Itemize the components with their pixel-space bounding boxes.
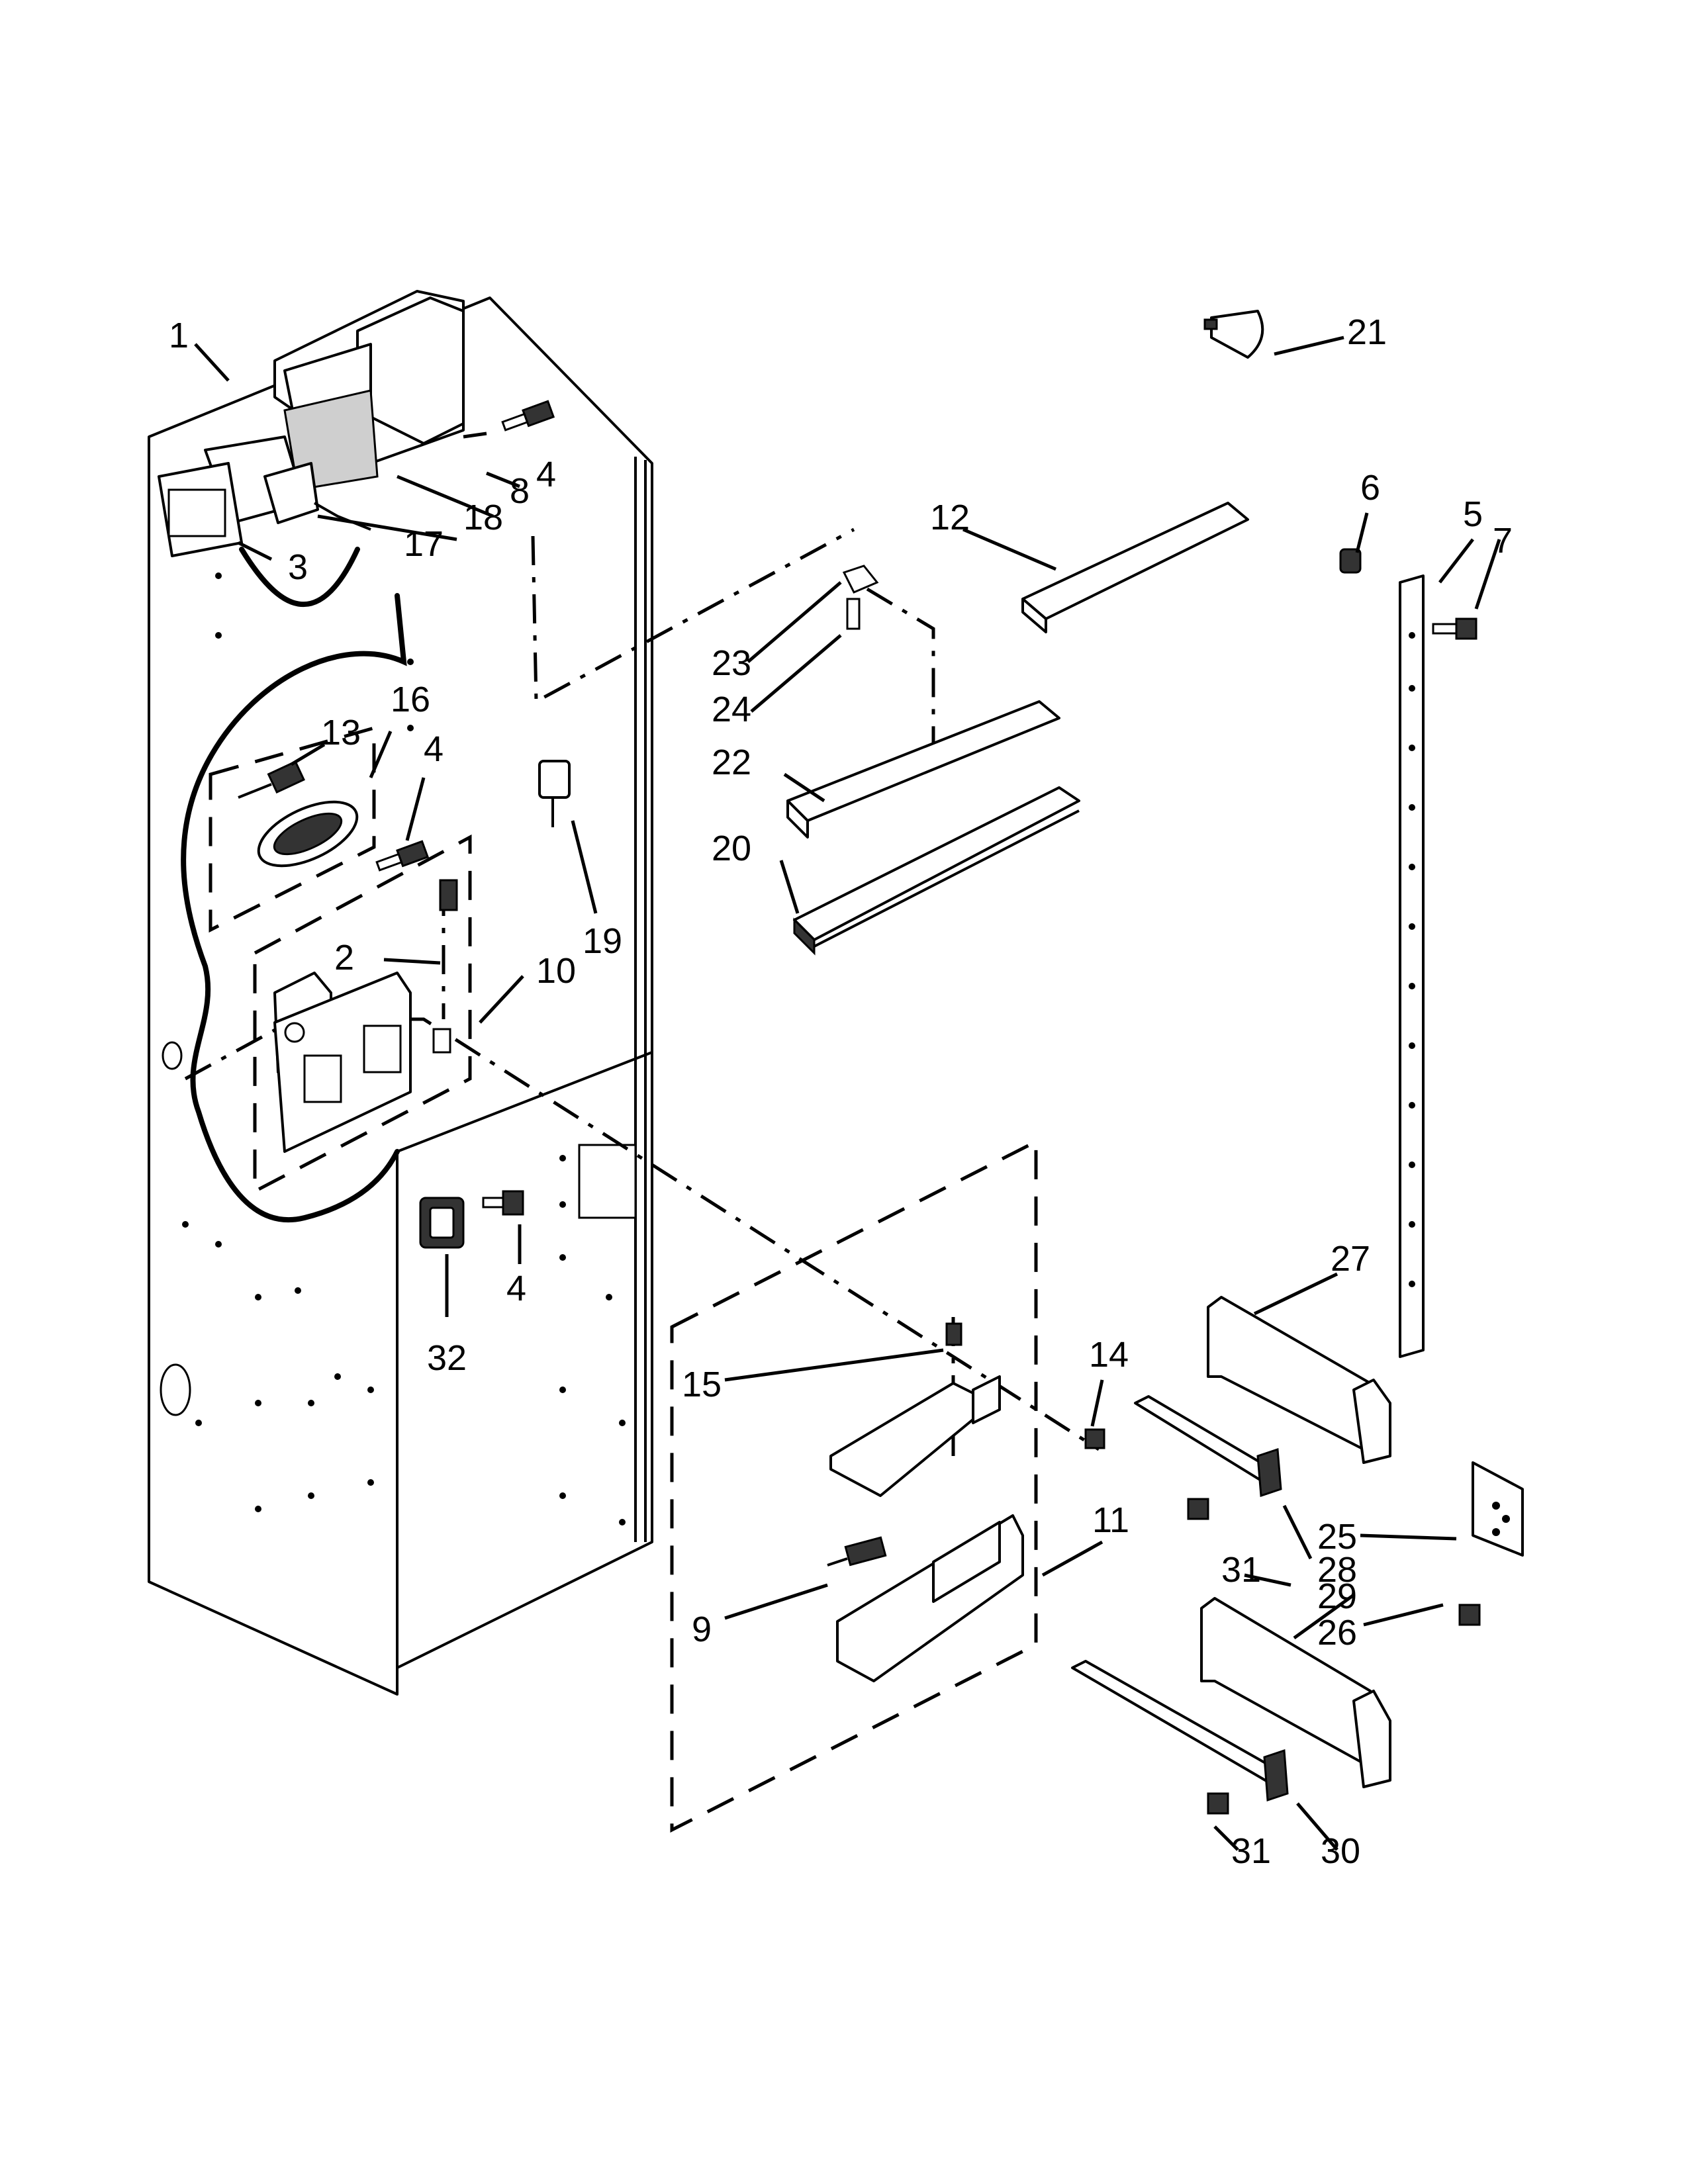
callout-16: 16 [391, 680, 430, 719]
cover-12 [1021, 502, 1249, 633]
callout-18: 18 [463, 498, 503, 537]
gasket-32 [419, 1197, 465, 1249]
group-9-15-11 [670, 1138, 1038, 1833]
slide-28 [1134, 1395, 1282, 1498]
control-panel-16 [257, 800, 359, 868]
callout-4-mid: 4 [424, 729, 444, 769]
connector-10 [432, 1028, 451, 1054]
housing-11 [836, 1514, 1024, 1682]
screw-7 [1432, 617, 1477, 640]
callout-3: 3 [288, 547, 308, 587]
callout-5: 5 [1463, 494, 1483, 534]
housing-bracket [273, 972, 412, 1153]
callout-32: 32 [427, 1338, 467, 1378]
callout-20: 20 [712, 829, 751, 868]
screw-31-upper [1187, 1498, 1209, 1520]
screw-15 [945, 1322, 962, 1346]
callout-27: 27 [1331, 1239, 1370, 1279]
screw-4-mid [375, 840, 430, 872]
screw-4-top [501, 400, 555, 432]
screw-24 [846, 598, 861, 630]
callout-13: 13 [321, 713, 361, 752]
sensor-19 [538, 760, 571, 827]
slide-30 [1071, 1660, 1289, 1802]
callout-2: 2 [334, 938, 354, 978]
callout-12: 12 [930, 498, 970, 537]
callout-31-lower: 31 [1231, 1831, 1271, 1871]
callout-26: 26 [1317, 1613, 1357, 1653]
bracket-22 [786, 700, 1060, 839]
leader-lines [194, 336, 1501, 1851]
thermistor-13 [238, 760, 305, 799]
rail-5 [1399, 574, 1425, 1358]
callout-31-upper: 31 [1221, 1550, 1261, 1590]
callout-17: 17 [404, 524, 444, 564]
slide-29 [1200, 1597, 1391, 1788]
callout-25: 25 [1317, 1517, 1357, 1557]
slide-27 [1207, 1296, 1391, 1464]
callout-10: 10 [536, 951, 576, 991]
wire-harness [181, 593, 407, 1223]
callout-21: 21 [1347, 312, 1387, 352]
callout-1: 1 [169, 316, 189, 355]
cap-6 [1339, 548, 1362, 574]
callout-14: 14 [1089, 1335, 1129, 1375]
rail-20 [793, 786, 1080, 956]
connector-2 [439, 879, 458, 911]
callout-9: 9 [692, 1610, 712, 1649]
callout-4-low: 4 [506, 1269, 526, 1308]
callout-labels: 1 2 3 4 4 4 5 6 7 8 9 10 11 12 13 14 15 … [169, 312, 1513, 1871]
screw-31-lower [1207, 1792, 1229, 1815]
callout-29: 29 [1317, 1576, 1357, 1616]
callout-15: 15 [682, 1365, 722, 1404]
callout-24: 24 [712, 690, 751, 729]
callout-11: 11 [1092, 1500, 1129, 1540]
screw-14 [1084, 1428, 1105, 1449]
screw-26 [1458, 1604, 1481, 1626]
callout-7: 7 [1493, 521, 1513, 561]
callout-28: 28 [1317, 1550, 1357, 1590]
connector-9 [827, 1536, 887, 1567]
callout-4-top: 4 [536, 455, 556, 494]
screw-4-low [482, 1190, 524, 1216]
callout-19: 19 [583, 921, 622, 961]
callout-22: 22 [712, 743, 751, 782]
panel-25 [1472, 1461, 1524, 1557]
group-13-16 [209, 725, 376, 933]
liner-holes [182, 572, 626, 1525]
clip-21 [1203, 310, 1264, 359]
group-2-10 [253, 834, 472, 1195]
callout-30: 30 [1321, 1831, 1360, 1871]
callout-6: 6 [1360, 468, 1380, 508]
assembly-line-b [866, 587, 935, 768]
clip-23 [842, 565, 879, 594]
bracket-15 [829, 1375, 1001, 1497]
callout-8: 8 [510, 471, 530, 511]
air-duct-assembly [158, 290, 465, 608]
callout-23: 23 [712, 643, 751, 683]
